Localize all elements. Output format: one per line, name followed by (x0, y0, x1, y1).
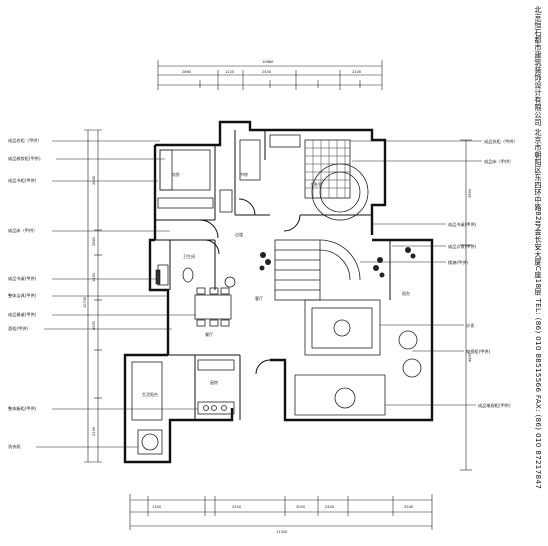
walls (123, 120, 434, 464)
room-laundry: 生活阳台 (142, 391, 158, 397)
callout-right-7: 成品电视柜(甲供) (478, 402, 511, 409)
furniture (131, 134, 422, 455)
sofa-set (304, 299, 381, 356)
left-callouts: 成品衣柜（甲供） 成品梳妆柜(甲供) 成品书柜(甲供) 成品床（甲供） 成品书桌… (8, 137, 198, 450)
dim-left-total: 10730 (83, 296, 87, 308)
room-corridor: 过道 (235, 231, 243, 237)
room-balcony: 阳台 (402, 290, 410, 296)
callout-left-8: 整体橱柜(甲供) (8, 405, 37, 412)
callout-left-1: 成品梳妆柜(甲供) (8, 155, 41, 162)
dim-left-2: 2880 (92, 236, 96, 246)
room-living: 客厅 (255, 295, 263, 301)
dining-table (194, 294, 232, 320)
callout-right-0: 成品衣柜（甲供） (484, 138, 518, 145)
callout-left-7: 酒柜(甲供) (8, 325, 28, 332)
callout-right-1: 成品床（甲供） (484, 158, 513, 165)
dim-left-4: 4950 (92, 320, 96, 330)
staircase (274, 239, 361, 301)
dim-top-3: 2450 (262, 70, 272, 74)
room-dining: 餐厅 (205, 331, 213, 337)
room-bathroom: 卫生间 (183, 253, 195, 259)
callout-right-2: 成品书桌(甲供) (448, 221, 477, 228)
room-master-bedroom: 主卧室 (310, 181, 322, 187)
callout-left-3: 成品床（甲供） (8, 227, 37, 234)
callout-left-2: 成品书柜(甲供) (8, 177, 37, 184)
callout-right-4: 楼梯(甲供) (448, 259, 468, 266)
dim-top-total: 10680 (262, 60, 274, 64)
room-labels: 次卧 书房 主卧室 卫生间 餐厅 厨房 客厅 阳台 过道 生活阳台 (142, 171, 410, 397)
callout-right-6: 电视柜(甲供) (466, 348, 491, 355)
callout-right-5: 沙发 (466, 322, 475, 329)
room-kitchen: 厨房 (210, 379, 218, 385)
callout-left-9: 洗衣机 (8, 443, 21, 450)
right-dimensions: 3900 4400 (460, 139, 472, 471)
callout-right-3: 成品沙发(甲供) (448, 243, 477, 250)
dim-bottom-total: 11320 (276, 530, 288, 534)
callout-left-0: 成品衣柜（甲供） (8, 137, 42, 144)
dim-left-1: 2640 (92, 175, 96, 185)
callout-left-6: 成品餐桌(甲供) (8, 311, 37, 318)
callout-left-4: 成品书桌(甲供) (8, 275, 37, 282)
dim-left-5: 2190 (92, 426, 96, 436)
single-bed (159, 149, 211, 191)
top-dimensions: 10680 2860 1220 2450 2100 (157, 60, 383, 90)
dim-right-2: 4400 (468, 352, 472, 362)
master-bed (304, 139, 351, 199)
right-callouts: 成品衣柜（甲供） 成品床（甲供） 成品书桌(甲供) 成品沙发(甲供) 楼梯(甲供… (350, 138, 518, 409)
dim-bottom-1: 1300 (152, 505, 162, 509)
room-bedroom-small: 次卧 (172, 171, 180, 177)
dim-bottom-4: 2400 (325, 505, 335, 509)
dim-top-4: 2100 (352, 70, 362, 74)
dim-top-1: 2860 (182, 70, 192, 74)
dim-right-1: 3900 (468, 188, 472, 198)
dim-bottom-2: 2200 (232, 505, 242, 509)
dim-top-2: 1220 (225, 70, 235, 74)
dim-bottom-5: 2500 (404, 505, 414, 509)
callout-left-5: 整体洁具(甲供) (8, 292, 37, 299)
company-info-sidebar: 北京恒石都市建筑装饰设计有限公司 北京市朝阳区东四环中路82号金长安大厦C座18… (534, 6, 543, 490)
room-study: 书房 (240, 171, 248, 177)
bottom-dimensions: 1300 2200 3000 2400 2500 11320 (129, 494, 433, 534)
dim-left-3: 1450 (92, 272, 96, 282)
dim-bottom-3: 3000 (296, 505, 306, 509)
